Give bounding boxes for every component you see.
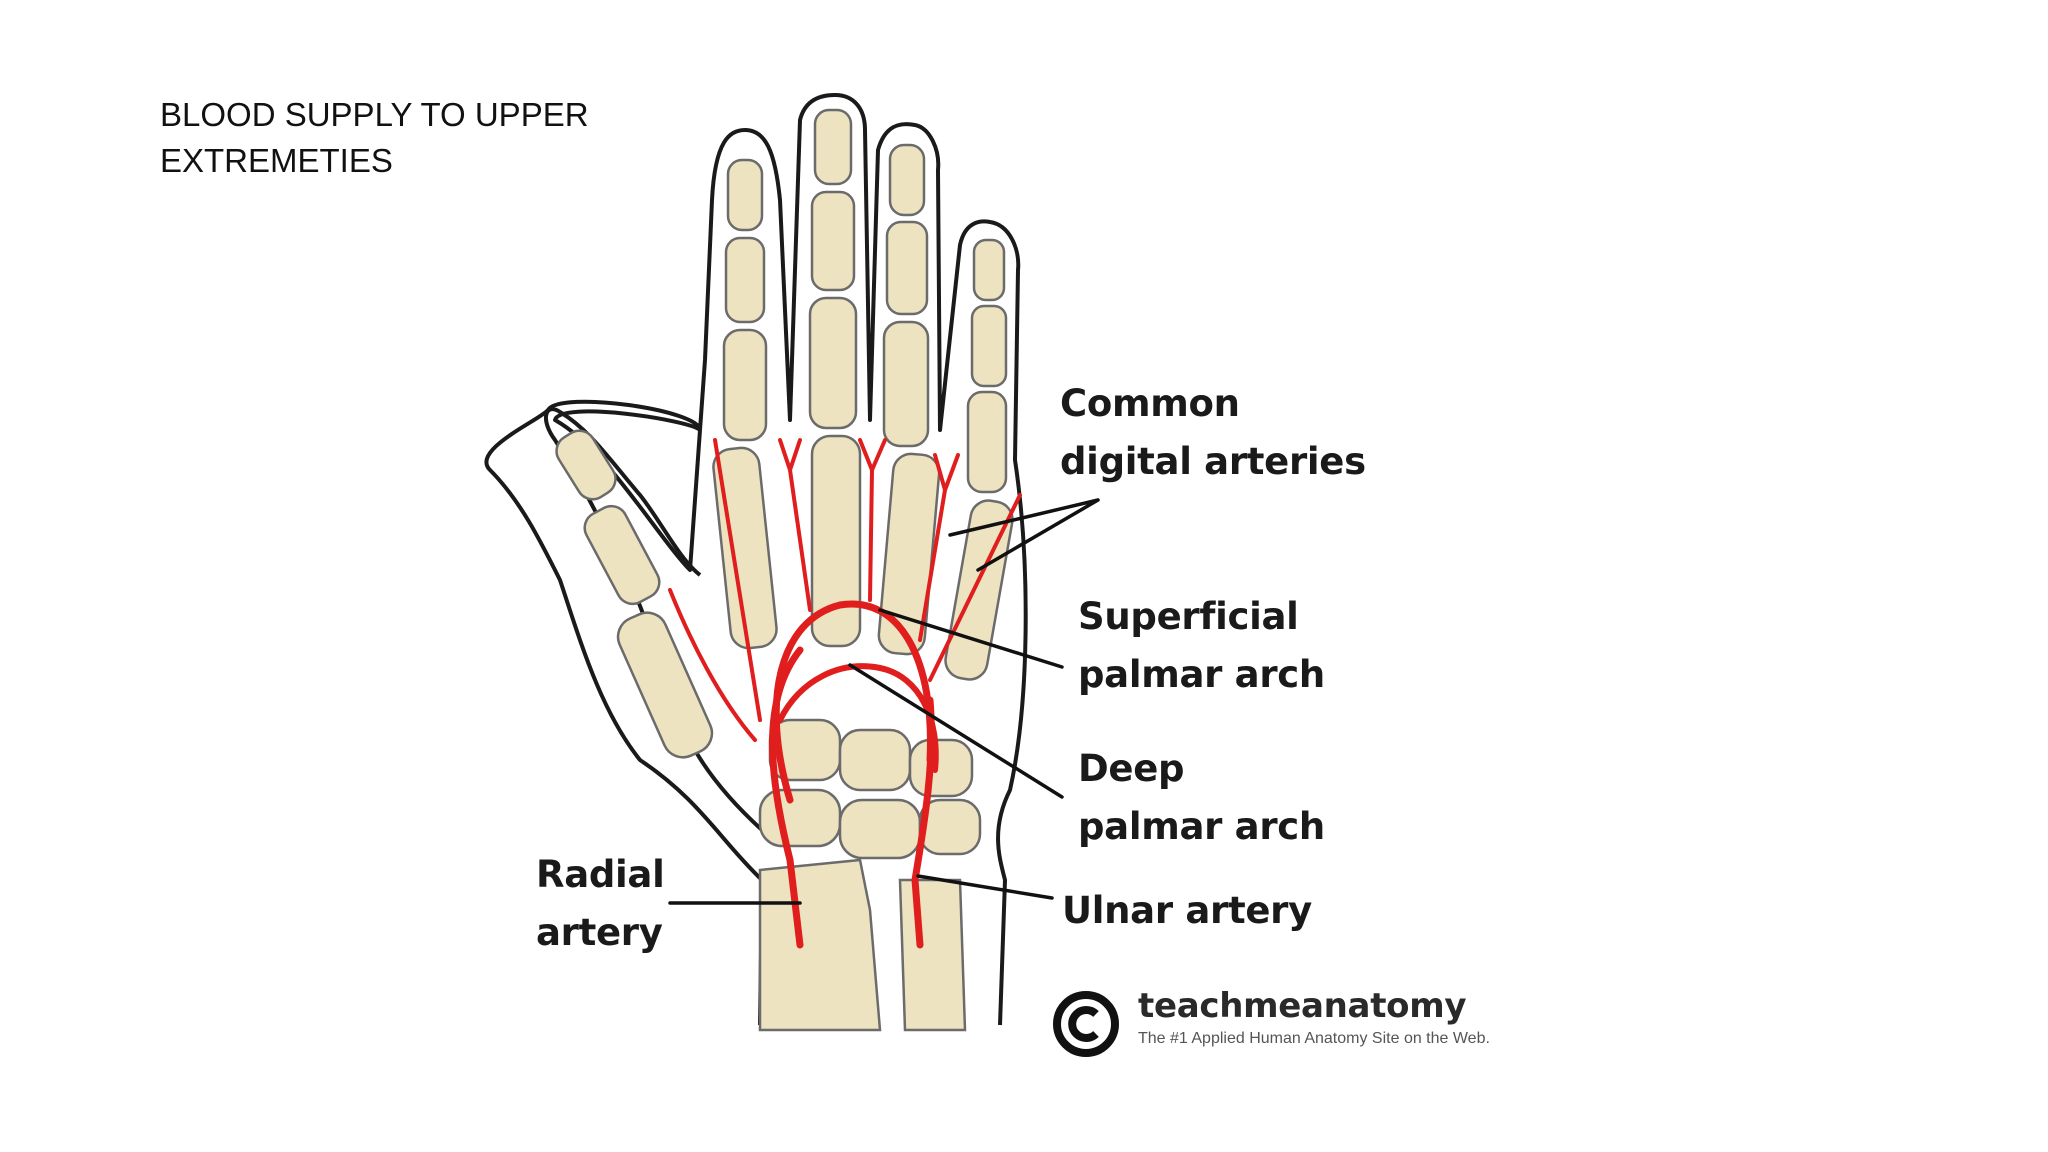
deep-palmar-arch (777, 663, 939, 773)
slide-title: BLOOD SUPPLY TO UPPER EXTREMETIES (160, 96, 589, 179)
common-digital-artery (928, 493, 1022, 682)
brand-tagline: The #1 Applied Human Anatomy Site on the… (1138, 1030, 1490, 1047)
label-radial-artery: Radial artery (536, 853, 665, 954)
leader-ulnar (916, 874, 1054, 900)
label-superficial-palmar-arch: Superficial palmar arch (1078, 595, 1325, 696)
superficial-palmar-arch (772, 600, 934, 804)
leader-common-digital (948, 498, 1100, 572)
brand-watermark: teachmeanatomy The #1 Applied Human Anat… (1052, 986, 1532, 1058)
hand-outline (484, 93, 1028, 1026)
copyright-icon (1053, 991, 1119, 1057)
radialis-indicis-artery (713, 438, 762, 722)
common-digital-artery (858, 438, 887, 602)
princeps-pollicis-artery (668, 588, 757, 742)
label-ulnar-artery: Ulnar artery (1062, 889, 1312, 932)
radial-artery (769, 646, 804, 949)
brand-name: teachmeanatomy (1138, 986, 1467, 1026)
hand-bones (555, 108, 1014, 1032)
leader-deep-arch (848, 663, 1064, 799)
label-common-digital-arteries: Common digital arteries (1060, 382, 1366, 483)
leader-superficial-arch (878, 608, 1064, 669)
leader-lines (668, 498, 1100, 905)
arteries (668, 438, 1022, 949)
common-digital-artery (918, 453, 960, 642)
label-deep-palmar-arch: Deep palmar arch (1078, 747, 1325, 848)
common-digital-artery (778, 438, 812, 612)
